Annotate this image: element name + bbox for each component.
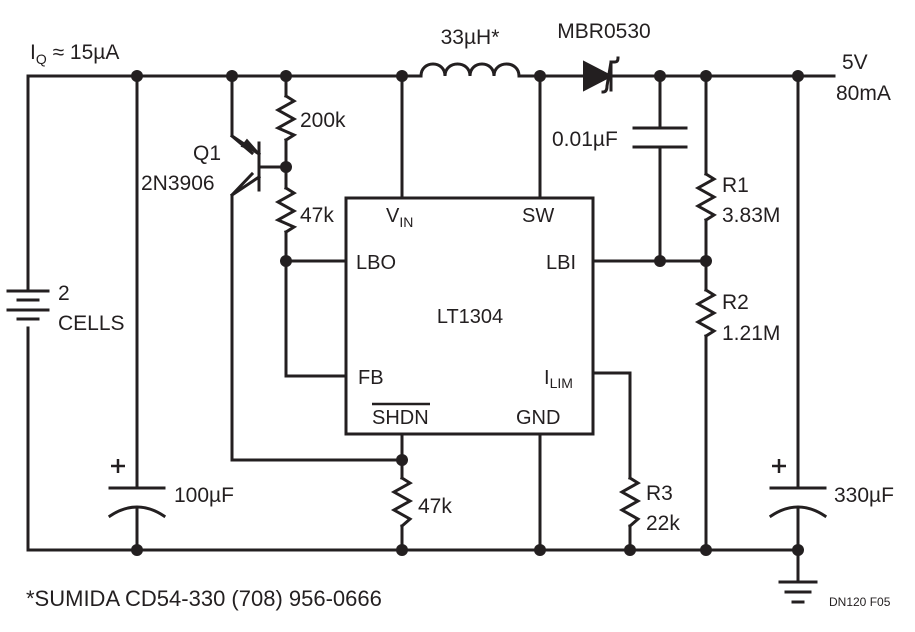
ic-lt1304-body [344, 196, 595, 436]
resistor-r3-symbol [618, 475, 642, 529]
ic-pin-sw: SW [522, 205, 554, 227]
resistor-r1-symbol [694, 171, 718, 223]
junction-dots [131, 70, 804, 556]
r1-ref-label: R1 [722, 174, 749, 197]
iq-label: IQ ≈ 15µA [30, 41, 119, 67]
ic-pin-shdn: SHDN [372, 407, 429, 429]
resistor-200k-symbol [274, 93, 298, 143]
ic-name-label: LT1304 [437, 306, 503, 328]
wires [26, 74, 836, 584]
r1-value-label: 3.83M [722, 204, 780, 227]
output-voltage-label: 5V [842, 51, 868, 74]
resistor-r2-symbol [694, 287, 718, 339]
transistor-q1-symbol [229, 133, 262, 198]
cout-value-label: 330µF [834, 484, 894, 507]
inductor-value-label: 33µH* [441, 26, 500, 49]
resistor-47k-divider-symbol [274, 185, 298, 235]
ic-pin-fb: FB [358, 367, 384, 389]
r3-value-label: 22k [646, 512, 680, 535]
ic-pin-lbi: LBI [546, 252, 576, 274]
inductor-symbol [419, 62, 521, 78]
r2-ref-label: R2 [722, 291, 749, 314]
ic-pin-vin: VIN [386, 205, 413, 230]
r-top-value-label: 200k [300, 109, 346, 132]
q1-ref-label: Q1 [193, 142, 221, 165]
schottky-diode-symbol [583, 56, 628, 94]
battery-cells-label: CELLS [58, 312, 125, 335]
capacitor-0.01uf-symbol [632, 126, 688, 149]
ic-pin-ilim: ILIM [544, 367, 573, 391]
q1-part-label: 2N3906 [141, 172, 215, 195]
diode-part-label: MBR0530 [557, 20, 650, 43]
ic-pin-lbo: LBO [356, 252, 396, 274]
r-shdn-value-label: 47k [418, 495, 452, 518]
r-mid-value-label: 47k [300, 204, 334, 227]
output-current-label: 80mA [836, 82, 891, 105]
capacitor-100uf-symbol [107, 459, 167, 519]
cap-small-value-label: 0.01µF [552, 128, 618, 151]
battery-count-label: 2 [58, 282, 70, 305]
figure-id-label: DN120 F05 [829, 595, 891, 609]
capacitor-330uf-symbol [768, 459, 828, 519]
resistor-47k-shdn-symbol [390, 475, 414, 529]
footnote-text: *SUMIDA CD54-330 (708) 956-0666 [26, 586, 382, 611]
r3-ref-label: R3 [646, 482, 673, 505]
cin-value-label: 100µF [174, 484, 234, 507]
ground-symbol [778, 580, 818, 604]
ic-pin-gnd: GND [516, 407, 560, 429]
r2-value-label: 1.21M [722, 322, 780, 345]
battery-symbol [6, 289, 50, 321]
